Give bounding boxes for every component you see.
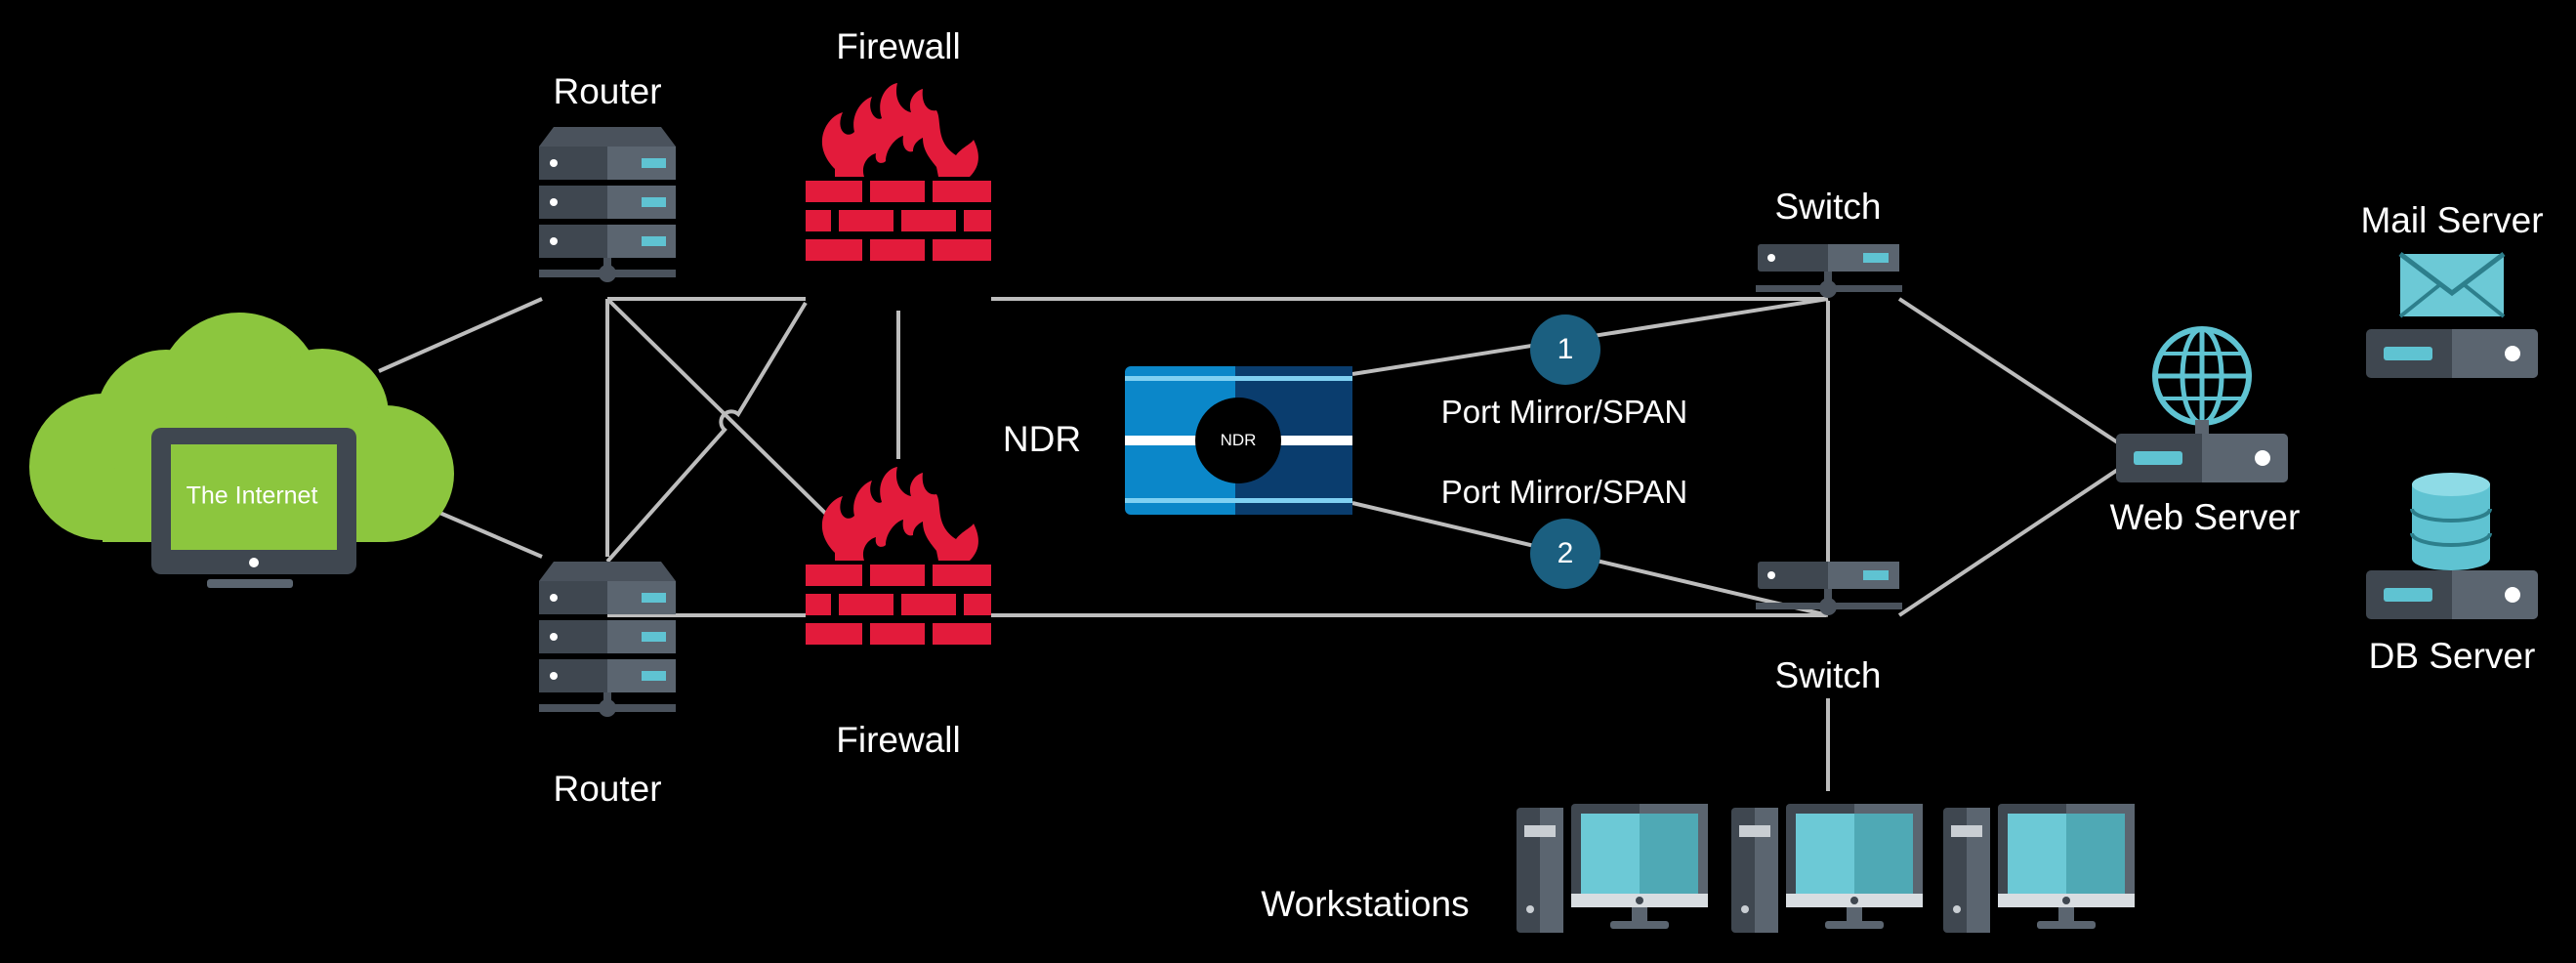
mail-server-icon <box>2366 252 2538 378</box>
router-top-label: Router <box>553 71 662 111</box>
web-server-icon <box>2116 326 2288 482</box>
mirror-2-number: 2 <box>1557 537 1574 569</box>
mirror-2-circle <box>1530 519 1600 589</box>
link-switch-top-webserver <box>1897 297 2121 445</box>
workstation-1-icon <box>1517 804 1708 933</box>
link-cloud-router-top <box>378 297 543 373</box>
mirror-1-circle <box>1530 314 1600 385</box>
firewall-bottom-label: Firewall <box>836 720 961 760</box>
firewall-top-icon <box>806 83 991 261</box>
switch-bottom-label: Switch <box>1774 655 1882 695</box>
mail-server-label: Mail Server <box>2360 200 2544 240</box>
workstations-label: Workstations <box>1261 884 1470 924</box>
internet-cloud-icon <box>29 313 454 588</box>
router-bottom-icon <box>539 562 676 717</box>
port-mirror-2-label: Port Mirror/SPAN <box>1440 474 1688 510</box>
workstation-3-icon <box>1943 804 2135 933</box>
connection-lines <box>378 297 2121 791</box>
ndr-badge-label: NDR <box>1220 431 1257 449</box>
db-server-label: DB Server <box>2368 636 2536 676</box>
mirror-1-number: 1 <box>1557 333 1574 365</box>
db-server-icon <box>2366 473 2538 619</box>
router-top-icon <box>539 127 676 282</box>
ndr-label: NDR <box>1002 419 1082 459</box>
switch-top-icon <box>1756 244 1902 298</box>
internet-label: The Internet <box>186 482 318 510</box>
web-server-label: Web Server <box>2109 497 2301 537</box>
link-cloud-router-bottom <box>436 510 543 559</box>
workstation-2-icon <box>1731 804 1923 933</box>
ndr-appliance-icon <box>1125 366 1352 515</box>
switch-top-label: Switch <box>1774 187 1882 227</box>
firewall-top-label: Firewall <box>836 26 961 66</box>
switch-bottom-icon <box>1756 562 1902 615</box>
link-router-bottom-firewall-top <box>605 301 808 564</box>
router-bottom-label: Router <box>553 769 662 809</box>
port-mirror-1-label: Port Mirror/SPAN <box>1440 394 1688 430</box>
firewall-bottom-icon <box>806 467 991 645</box>
link-switch-bottom-webserver <box>1897 467 2121 617</box>
